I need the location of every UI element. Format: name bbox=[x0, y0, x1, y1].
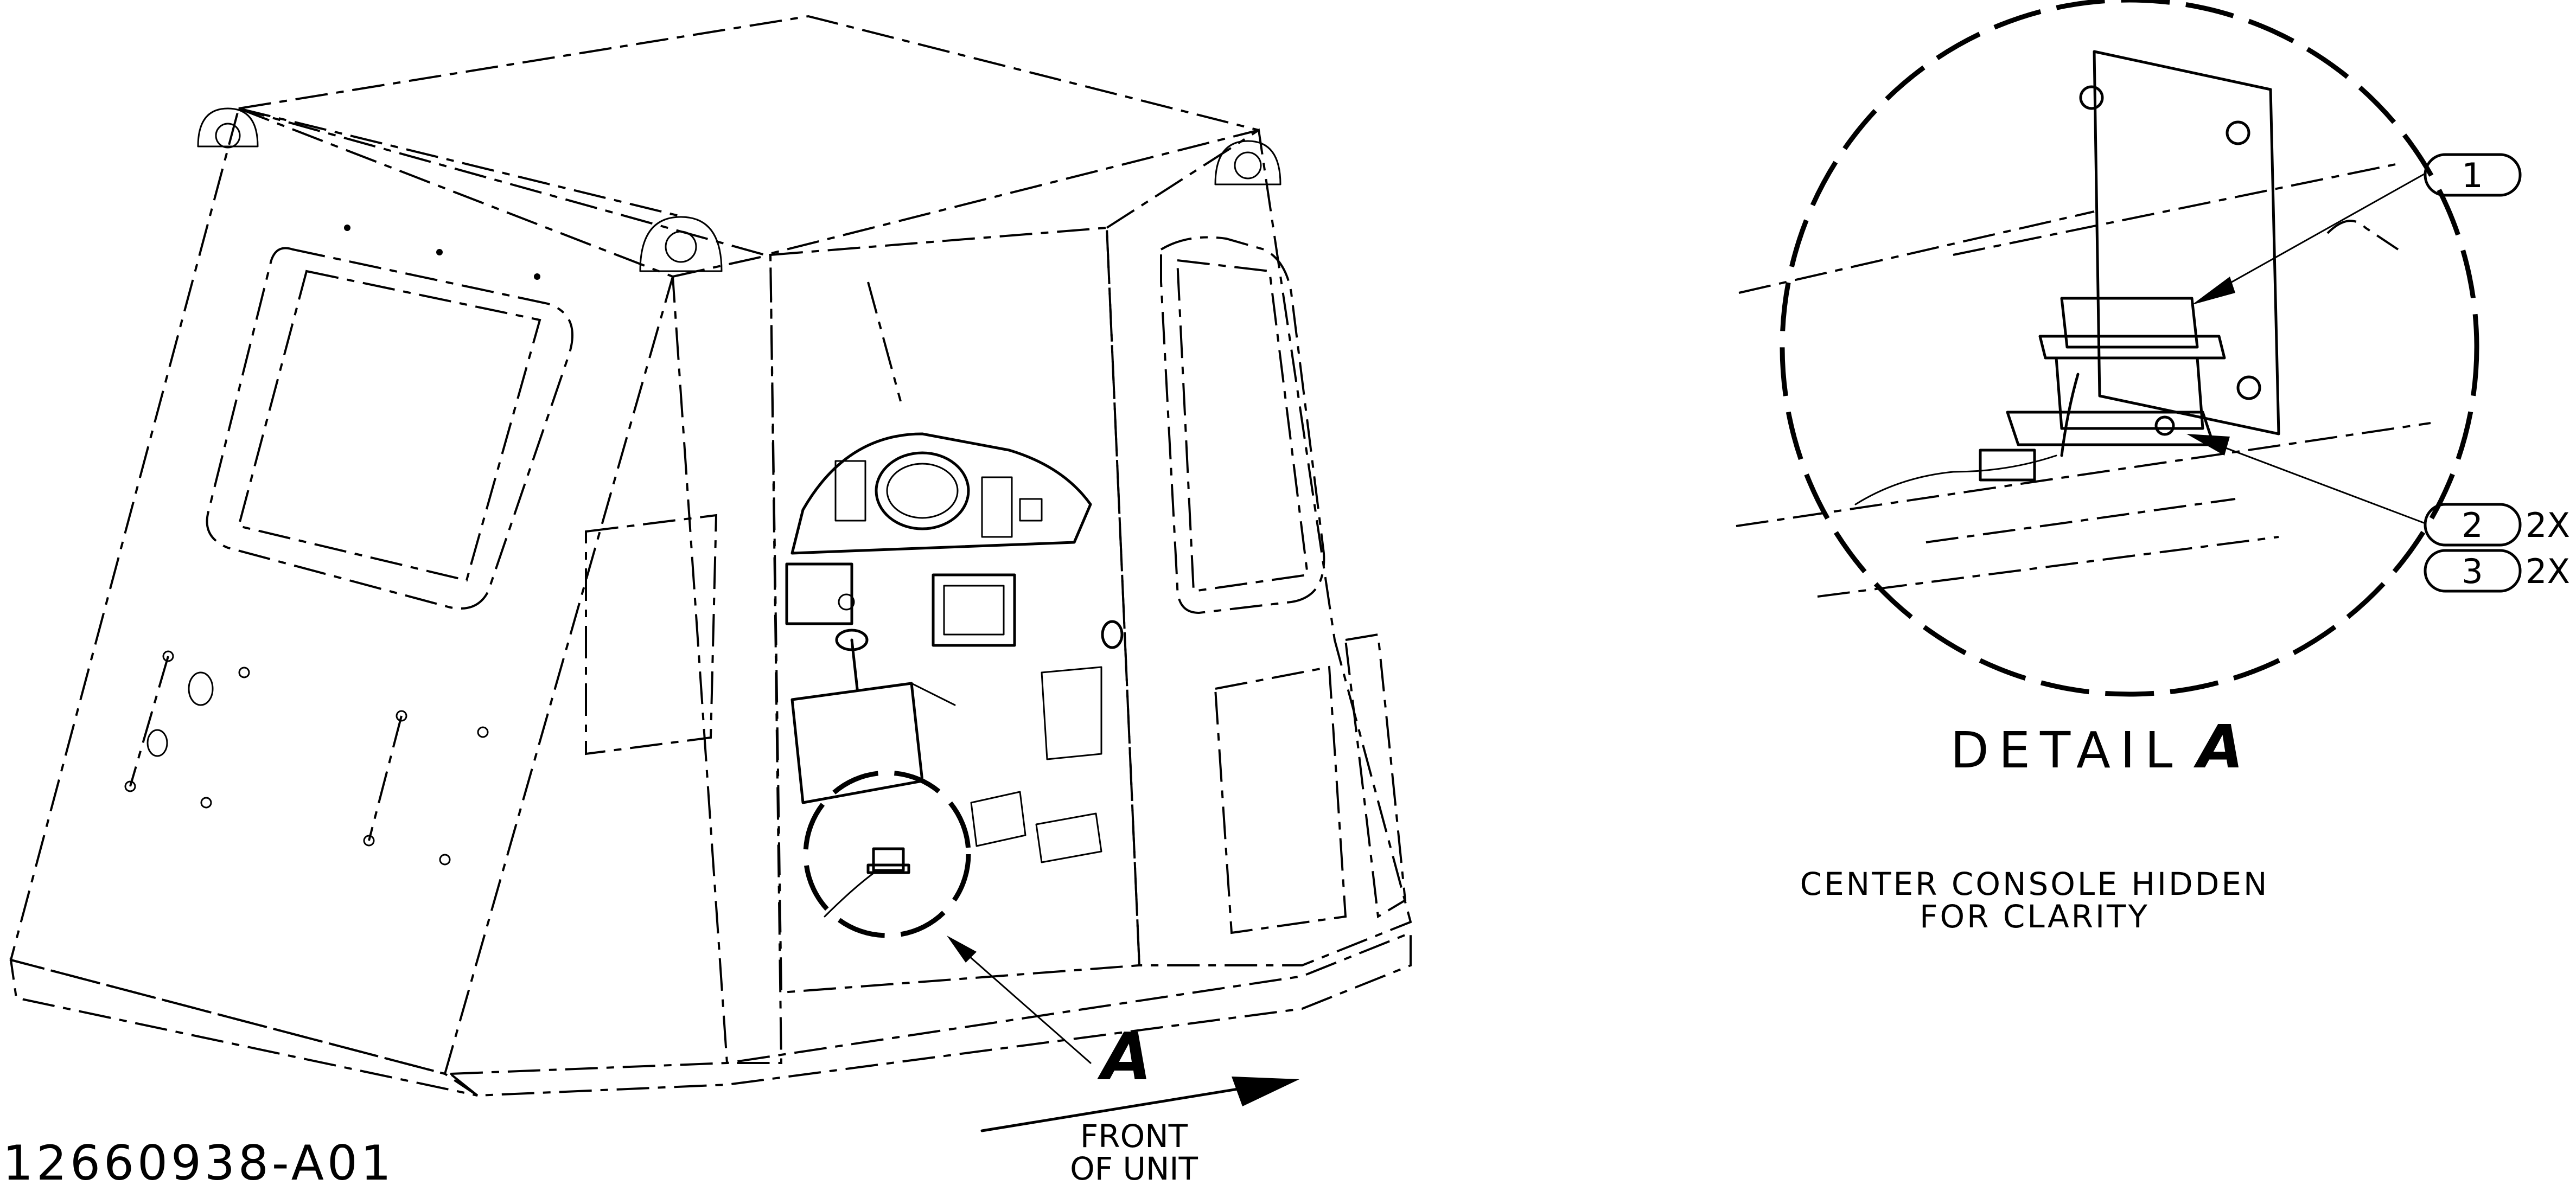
detail-ref-letter: A bbox=[1097, 1020, 1152, 1095]
cab-base-skid bbox=[9, 958, 479, 1097]
detail-a-view bbox=[1736, 0, 2479, 697]
gauge-cluster bbox=[875, 451, 970, 530]
callout-balloon-1: 1 bbox=[2424, 153, 2522, 197]
note-line1: CENTER CONSOLE HIDDEN bbox=[1800, 866, 2269, 902]
mounting-holes bbox=[124, 225, 540, 866]
door-frame bbox=[1105, 128, 1412, 966]
note-line2: FOR CLARITY bbox=[1920, 898, 2150, 935]
callout-number: 1 bbox=[2462, 156, 2483, 195]
cab-roof bbox=[238, 15, 1259, 257]
cab-assembly-view bbox=[9, 15, 1412, 1097]
callout-number: 2 bbox=[2462, 505, 2483, 545]
callout-number: 3 bbox=[2462, 552, 2483, 591]
callout-qty: 2X bbox=[2526, 505, 2570, 545]
lifting-lug bbox=[197, 107, 259, 149]
front-of-unit-arrow bbox=[980, 1077, 1299, 1132]
lifting-lug bbox=[639, 216, 723, 272]
detail-title-letter: A bbox=[2193, 712, 2243, 782]
door-panel bbox=[1214, 665, 1347, 934]
detail-a-indicator bbox=[803, 770, 971, 938]
callout-balloon-2: 2 2X bbox=[2424, 503, 2570, 547]
door-window bbox=[1160, 236, 1325, 614]
side-window bbox=[206, 247, 573, 610]
lifting-lug bbox=[1214, 140, 1281, 185]
relay-module bbox=[1854, 297, 2226, 505]
detail-title-word: DETAIL bbox=[1950, 721, 2182, 779]
callout-qty: 2X bbox=[2526, 552, 2570, 591]
callout-leaders bbox=[2186, 172, 2426, 524]
front-label-line2: OF UNIT bbox=[1070, 1150, 1198, 1185]
cab-side-wall bbox=[9, 107, 674, 1075]
operator-dashboard bbox=[785, 432, 1124, 863]
detail-a-leader bbox=[947, 936, 1092, 1064]
front-post bbox=[671, 253, 783, 1064]
front-label-line1: FRONT bbox=[1080, 1118, 1188, 1155]
callout-balloon-3: 3 2X bbox=[2424, 549, 2570, 593]
drawing-number: 12660938-A01 bbox=[3, 1135, 394, 1185]
